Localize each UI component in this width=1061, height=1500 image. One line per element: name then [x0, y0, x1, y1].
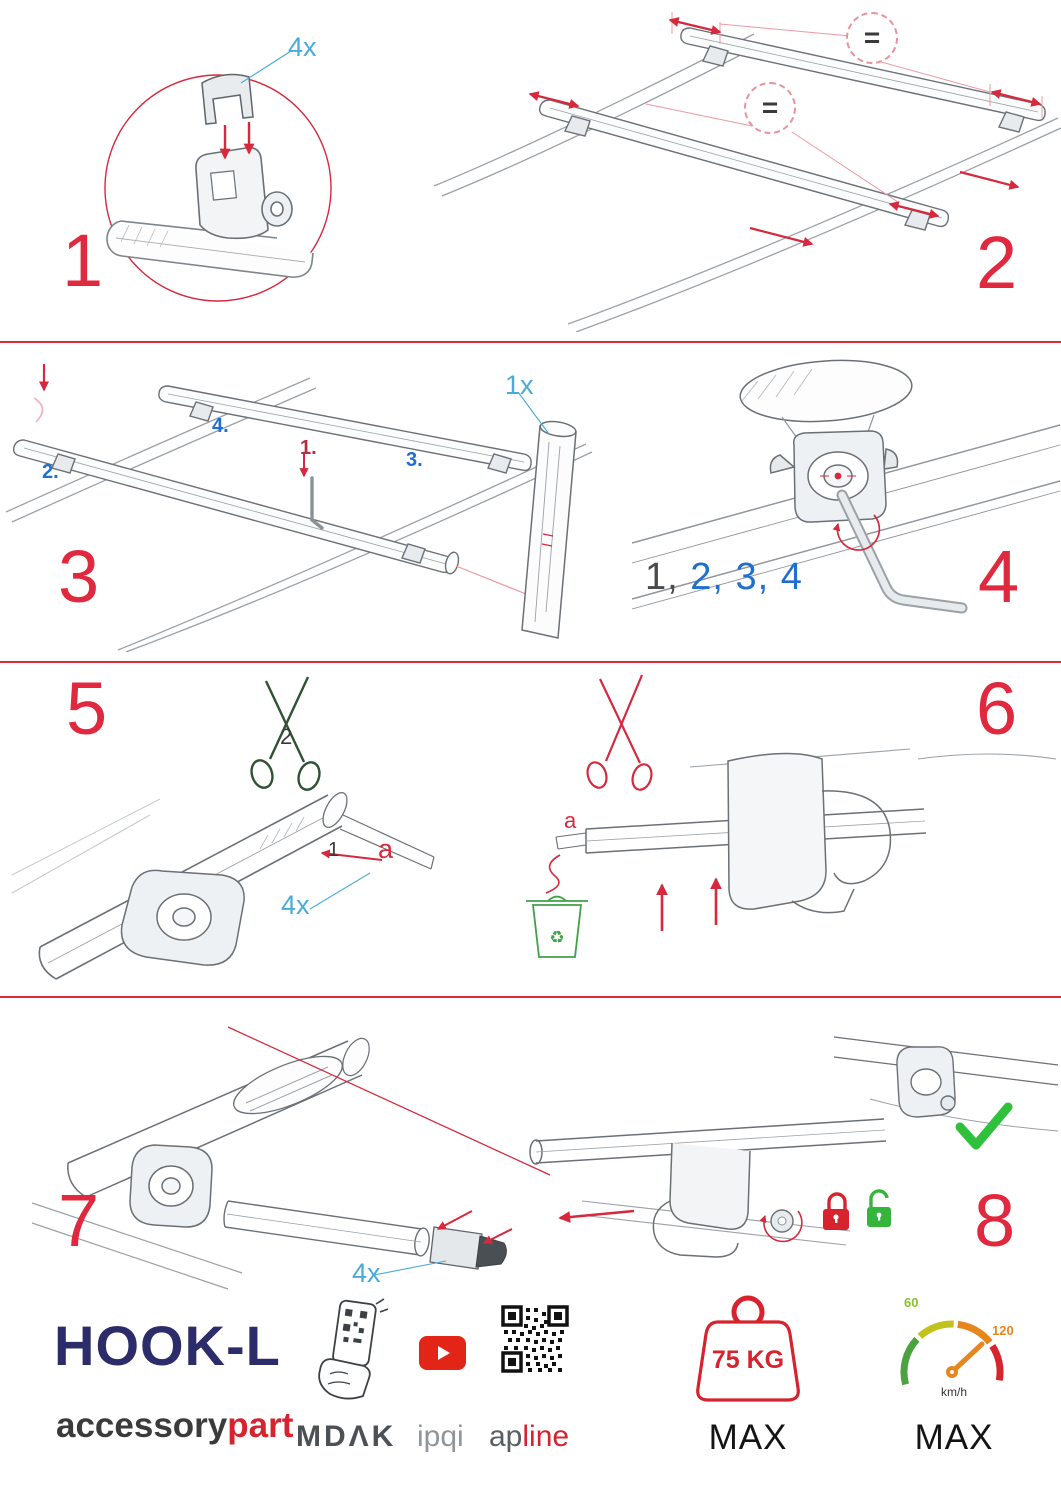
end-cap: [475, 1235, 507, 1268]
step-7-illustration: [31, 1026, 551, 1290]
rotate-arrow: [759, 1210, 803, 1243]
step-6-label-a: a: [564, 808, 577, 833]
logo-ipqi: ipqi: [417, 1420, 464, 1453]
scan-qr-phone-icon: [318, 1298, 389, 1400]
youtube-icon: [419, 1336, 466, 1370]
sequence-rest: 2, 3, 4: [678, 556, 803, 598]
push-up-arrows: [656, 877, 722, 931]
check-icon: [955, 1102, 1013, 1150]
step-6-number: 6: [976, 667, 1017, 750]
qr-code: [501, 1305, 569, 1373]
step-8-illustration: [529, 1036, 1059, 1258]
speedometer-needle: [949, 1341, 985, 1375]
logo-apline-gray: ap: [489, 1420, 523, 1453]
speed-unit-label: km/h: [940, 1385, 967, 1399]
logo-apline-red: line: [522, 1420, 570, 1453]
recycle-bin-icon: ♻: [526, 895, 588, 958]
max-load-label: MAX: [708, 1418, 788, 1457]
step-4-illustration: [631, 359, 1061, 614]
speed-low-label: 60: [904, 1295, 919, 1310]
step-5-illustration: [11, 676, 435, 980]
step-5-label-a: a: [378, 834, 394, 864]
brand-red: part: [227, 1406, 294, 1445]
max-speed-label: MAX: [914, 1418, 994, 1457]
logo-apline: apline: [489, 1422, 569, 1452]
brand-gray: accessory: [56, 1406, 228, 1445]
magnifier-circle: [104, 74, 332, 302]
brand-logo: accessorypart: [56, 1408, 293, 1443]
weight-icon: [696, 1295, 800, 1402]
step-7-quantity: 4x: [352, 1258, 381, 1288]
step-3-quantity: 1x: [505, 370, 534, 400]
step-1-illustration: [104, 50, 332, 302]
step-3-illustration: [5, 364, 593, 652]
max-load-value: 75 KG: [711, 1346, 785, 1374]
step-6-illustration: ♻: [526, 674, 1057, 958]
step-5-quantity: 4x: [281, 890, 310, 920]
lock-open-icon: [867, 1189, 891, 1227]
section-divider: [0, 661, 1061, 663]
step-3-substep-3: 3.: [406, 449, 423, 471]
step-3-substep-1: 1.: [300, 437, 317, 459]
step-1-number: 1: [62, 219, 103, 302]
step-1-quantity: 4x: [288, 32, 317, 62]
scissors-icon: [250, 676, 321, 791]
recycle-symbol: ♻: [549, 928, 564, 947]
section-divider: [0, 996, 1061, 998]
max-load-block: 75 KG MAX: [670, 1290, 826, 1470]
step-3-substep-4: 4.: [212, 415, 229, 437]
lock-closed-icon: [823, 1192, 849, 1230]
product-name: HOOK-L: [54, 1314, 281, 1377]
sequence-first: 1,: [645, 556, 679, 598]
attach-arrows: [436, 1210, 513, 1244]
scissors-icon: [586, 674, 653, 791]
section-divider: [0, 341, 1061, 343]
insert-arrows: [219, 122, 255, 160]
rotate-arrow: [832, 514, 881, 551]
step-5-label-scissors: 2: [280, 724, 293, 749]
step-4-sequence: 1, 2, 3, 4: [645, 558, 803, 596]
equal-spacing-badge: =: [744, 82, 796, 134]
logo-mdak: MDΛK: [296, 1420, 397, 1453]
step-5-label-strip: 1: [328, 839, 340, 861]
spacing-arrows: [528, 17, 1042, 247]
equal-spacing-badge: =: [846, 12, 898, 64]
step-8-number: 8: [974, 1179, 1015, 1262]
step-5-number: 5: [66, 667, 107, 750]
push-arrow: [558, 1209, 635, 1223]
step-2-number: 2: [976, 221, 1017, 304]
allen-key-icon: [836, 489, 968, 614]
step-3-number: 3: [58, 535, 99, 618]
speed-high-label: 120: [992, 1323, 1014, 1338]
step-2-illustration: [433, 12, 1061, 332]
step-7-number: 7: [58, 1179, 99, 1262]
step-3-substep-2: 2.: [42, 461, 59, 483]
step-4-number: 4: [978, 535, 1019, 618]
speedometer-icon: [900, 1320, 1004, 1386]
allen-key-icon: [310, 476, 324, 530]
max-speed-block: 60 120 km/h MAX: [874, 1290, 1034, 1470]
